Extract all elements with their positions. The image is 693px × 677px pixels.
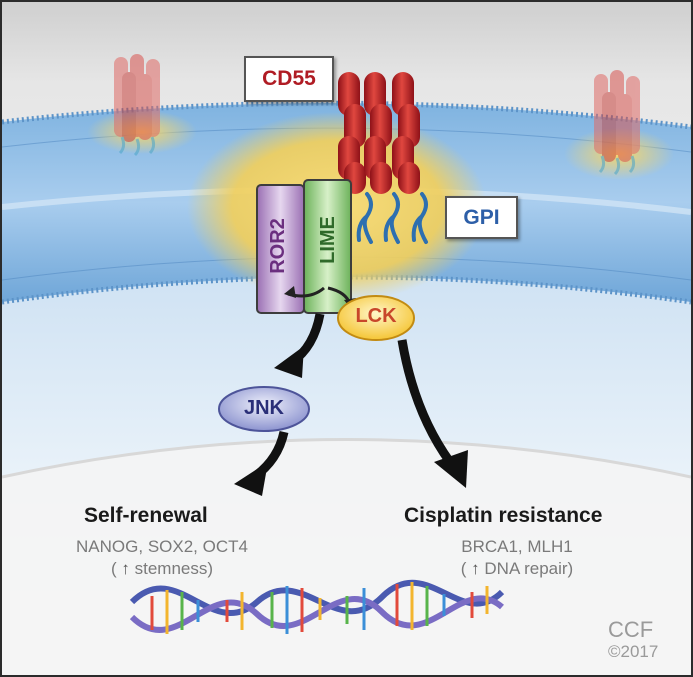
ror2-label: ROR2 <box>267 218 289 274</box>
up-arrow-icon: ↑ <box>121 559 130 578</box>
lck-kinase <box>337 295 415 341</box>
cd55-label: CD55 <box>244 56 334 102</box>
arrow-jnk-to-self-renewal <box>234 430 289 496</box>
effect-open-paren: ( <box>110 559 117 578</box>
dna-helix-icon <box>129 580 505 634</box>
effect-open-paren: ( <box>460 559 467 578</box>
cisplatin-resistance-effect: ( ↑ DNA repair) <box>402 559 632 579</box>
self-renewal-title: Self-renewal <box>84 504 208 527</box>
up-arrow-icon: ↑ <box>471 559 480 578</box>
copyright-credit: CCF ©2017 <box>608 619 658 663</box>
lck-label: LCK <box>355 305 397 327</box>
effect-text: DNA repair) <box>484 559 574 578</box>
self-renewal-effect: ( ↑ stemness) <box>42 559 282 579</box>
lime-adaptor <box>303 179 352 314</box>
lime-label: LIME <box>317 216 339 264</box>
effect-text: stemness) <box>134 559 214 578</box>
cd55-cluster-right <box>594 70 640 176</box>
jnk-kinase <box>218 386 310 432</box>
gpi-anchors <box>356 192 428 244</box>
cisplatin-resistance-genes: BRCA1, MLH1 <box>461 537 573 556</box>
jnk-label: JNK <box>243 397 284 419</box>
arrow-lck-to-cisplatin <box>397 339 468 488</box>
cd55-molecules <box>338 72 420 194</box>
credit-name: CCF <box>608 617 654 642</box>
self-renewal-genes: NANOG, SOX2, OCT4 <box>76 537 248 556</box>
credit-year: ©2017 <box>608 642 659 661</box>
cd55-cluster-left <box>114 54 160 157</box>
cisplatin-resistance-title: Cisplatin resistance <box>404 504 603 527</box>
arrow-lime-to-jnk <box>274 313 325 378</box>
gpi-label: GPI <box>445 196 518 239</box>
